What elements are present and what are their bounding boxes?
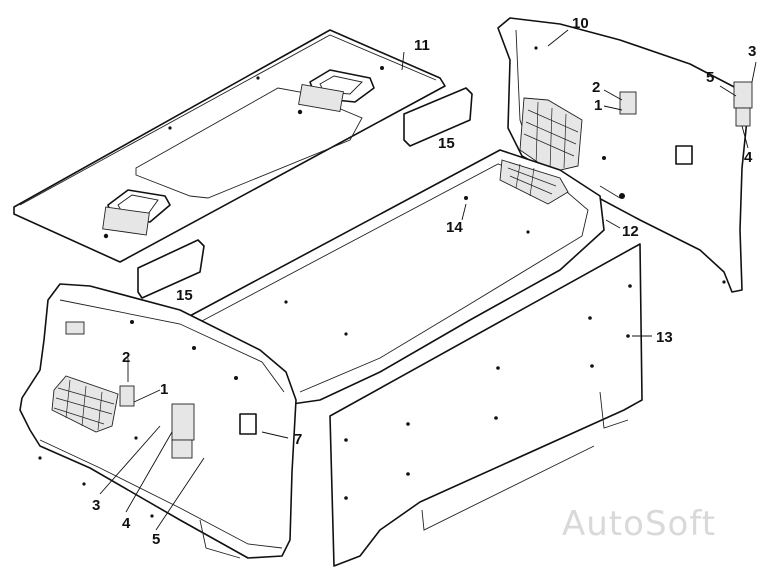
callout-1-left: 1 xyxy=(160,381,168,398)
callout-labels: 11 10 3 5 2 1 4 15 14 12 15 13 7 2 1 3 4… xyxy=(92,15,756,548)
rear-trim-part-7 xyxy=(19,283,297,559)
watermark-text: AutoSoft xyxy=(562,504,717,544)
callout-13: 13 xyxy=(656,329,673,346)
side-trim-part-10 xyxy=(497,17,753,293)
side-panel-part-13 xyxy=(329,243,643,567)
callout-2-right: 2 xyxy=(592,79,600,96)
roof-panel-part-11 xyxy=(13,29,446,263)
callout-12: 12 xyxy=(622,223,639,240)
callout-1-right: 1 xyxy=(594,97,602,114)
floor-trim-part-12 xyxy=(185,149,605,405)
callout-15-bottom: 15 xyxy=(176,287,193,304)
callout-4-left: 4 xyxy=(122,515,131,532)
callout-4-right: 4 xyxy=(744,149,753,166)
callout-3-right: 3 xyxy=(748,43,756,60)
leader-lines xyxy=(99,29,757,531)
callout-11: 11 xyxy=(414,37,430,54)
callout-2-left: 2 xyxy=(122,349,130,366)
cover-plate-part-15-top xyxy=(403,87,473,147)
callout-7: 7 xyxy=(294,431,302,448)
callout-5-right: 5 xyxy=(706,69,714,86)
callout-14: 14 xyxy=(446,219,463,236)
callout-15-top: 15 xyxy=(438,135,455,152)
callout-3-left: 3 xyxy=(92,497,100,514)
callout-10: 10 xyxy=(572,15,589,32)
cover-plate-part-15-bottom xyxy=(137,239,205,299)
callout-5-left: 5 xyxy=(152,531,160,548)
